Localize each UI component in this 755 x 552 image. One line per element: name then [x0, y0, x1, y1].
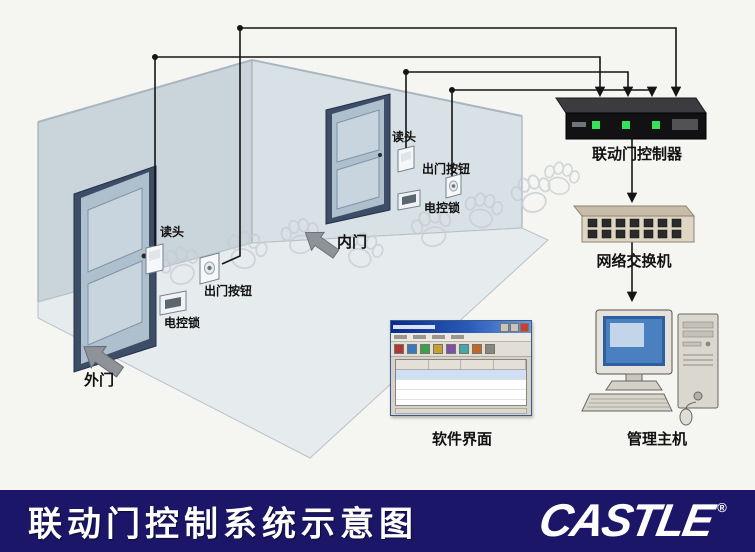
controller-caption: 联动门控制器	[591, 146, 682, 163]
outer-door-lock-device	[159, 290, 187, 316]
toolbar-icon	[407, 344, 417, 354]
toolbar-icon	[433, 344, 443, 354]
toolbar-icon	[472, 344, 482, 354]
wire-junction-dot	[152, 54, 158, 60]
inner-door-arrow-icon	[304, 231, 340, 259]
toolbar-icon	[485, 344, 495, 354]
software-window-titlebar	[391, 321, 531, 333]
software-window-statusbar	[395, 408, 527, 414]
toolbar-icon	[459, 344, 469, 354]
outer-door-exit-button-device	[199, 252, 220, 285]
software-window-title-placeholder	[393, 325, 435, 329]
title-banner: 联动门控制系统示意图 CASTLE®	[0, 490, 755, 552]
menu-item-placeholder	[451, 335, 464, 339]
outer-reader-label: 读头	[160, 225, 185, 239]
network-switch-device	[572, 205, 696, 243]
wire-junction-dot	[403, 69, 409, 75]
software-caption: 软件界面	[431, 431, 492, 448]
software-window	[390, 320, 532, 416]
menu-item-placeholder	[394, 335, 407, 339]
menu-item-placeholder	[432, 335, 445, 339]
controller-led	[652, 121, 660, 129]
list-row	[396, 380, 526, 390]
software-window-buttons	[499, 322, 529, 332]
inner-door-label: 内门	[337, 234, 368, 251]
inner-lock-label: 电控锁	[424, 201, 461, 215]
wire-junction-dot	[449, 87, 455, 93]
wire-inner-exit-to-controller	[451, 86, 658, 176]
outer-door-label: 外门	[84, 372, 115, 389]
menu-item-placeholder	[413, 335, 426, 339]
diagram-title: 联动门控制系统示意图	[28, 505, 418, 544]
inner-reader-label: 读头	[392, 130, 417, 144]
interlock-controller-device	[555, 97, 707, 140]
registered-trademark-icon: ®	[717, 499, 728, 515]
list-row	[396, 370, 526, 380]
inner-door-exit-button-device	[445, 173, 462, 199]
list-row	[396, 400, 526, 405]
castle-logo-text: CASTLE	[535, 493, 717, 546]
host-mouse	[679, 408, 693, 426]
toolbar-icon	[394, 344, 404, 354]
controller-led	[622, 121, 630, 129]
inner-door-lock-device	[397, 189, 421, 211]
maximize-icon	[510, 322, 519, 332]
toolbar-icon	[420, 344, 430, 354]
wall-top-edge	[37, 58, 523, 123]
wire-junction-dot	[237, 25, 243, 31]
inner-door-handle	[378, 153, 382, 157]
outer-door-reader-device	[145, 243, 164, 275]
outer-door	[73, 165, 157, 373]
inner-exit-button-label: 出门按钮	[422, 162, 471, 176]
list-row	[396, 390, 526, 400]
software-window-list	[395, 359, 527, 406]
inner-door	[325, 93, 391, 225]
toolbar-icon	[446, 344, 456, 354]
wiring	[152, 25, 682, 303]
castle-logo: CASTLE®	[536, 493, 730, 547]
outer-door-handle	[141, 253, 147, 259]
software-window-toolbar	[391, 342, 531, 357]
inner-door-reader-device	[397, 145, 415, 173]
list-column-header	[396, 360, 526, 370]
wire-outer-reader-to-controller	[154, 56, 606, 246]
switch-ports	[587, 218, 682, 239]
diagram-scene	[37, 25, 719, 459]
wire-inner-reader-to-controller	[405, 71, 634, 148]
host-caption: 管理主机	[626, 431, 687, 448]
outer-exit-button-label: 出门按钮	[204, 284, 253, 298]
minimize-icon	[500, 322, 509, 332]
outer-door-arrow-icon	[83, 345, 125, 378]
close-icon	[520, 322, 529, 332]
outer-lock-label: 电控锁	[164, 316, 201, 330]
management-host-device	[581, 309, 719, 426]
switch-caption: 网络交换机	[596, 253, 672, 270]
controller-led	[592, 121, 600, 129]
software-window-menubar	[391, 333, 531, 342]
floor	[37, 227, 549, 459]
